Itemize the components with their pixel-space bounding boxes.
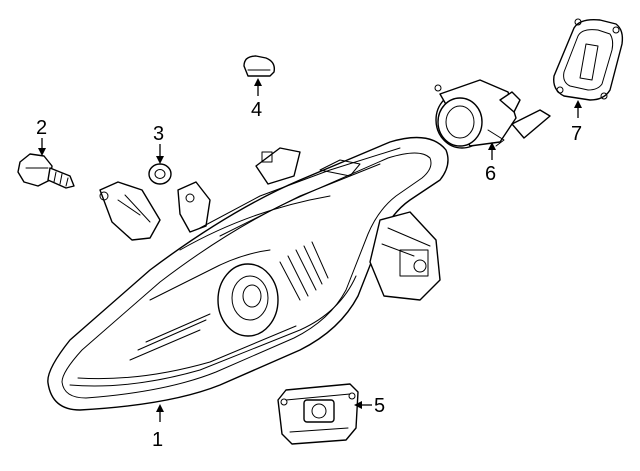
- ballast-module: [277, 383, 359, 445]
- bulb-cap: [243, 55, 276, 77]
- callout-4: 4: [251, 99, 262, 121]
- callout-3: 3: [153, 123, 164, 145]
- lamp-bezel: [553, 18, 624, 101]
- fog-lamp: [434, 79, 551, 149]
- callout-6: 6: [485, 163, 496, 185]
- callout-1: 1: [152, 429, 163, 451]
- grommet-nut: [148, 163, 172, 185]
- callout-5: 5: [374, 395, 385, 417]
- bolt: [17, 153, 75, 189]
- headlamp-assembly: [47, 136, 449, 411]
- leader-arrows: [38, 78, 582, 422]
- callout-2: 2: [36, 117, 47, 139]
- callout-7: 7: [571, 123, 582, 145]
